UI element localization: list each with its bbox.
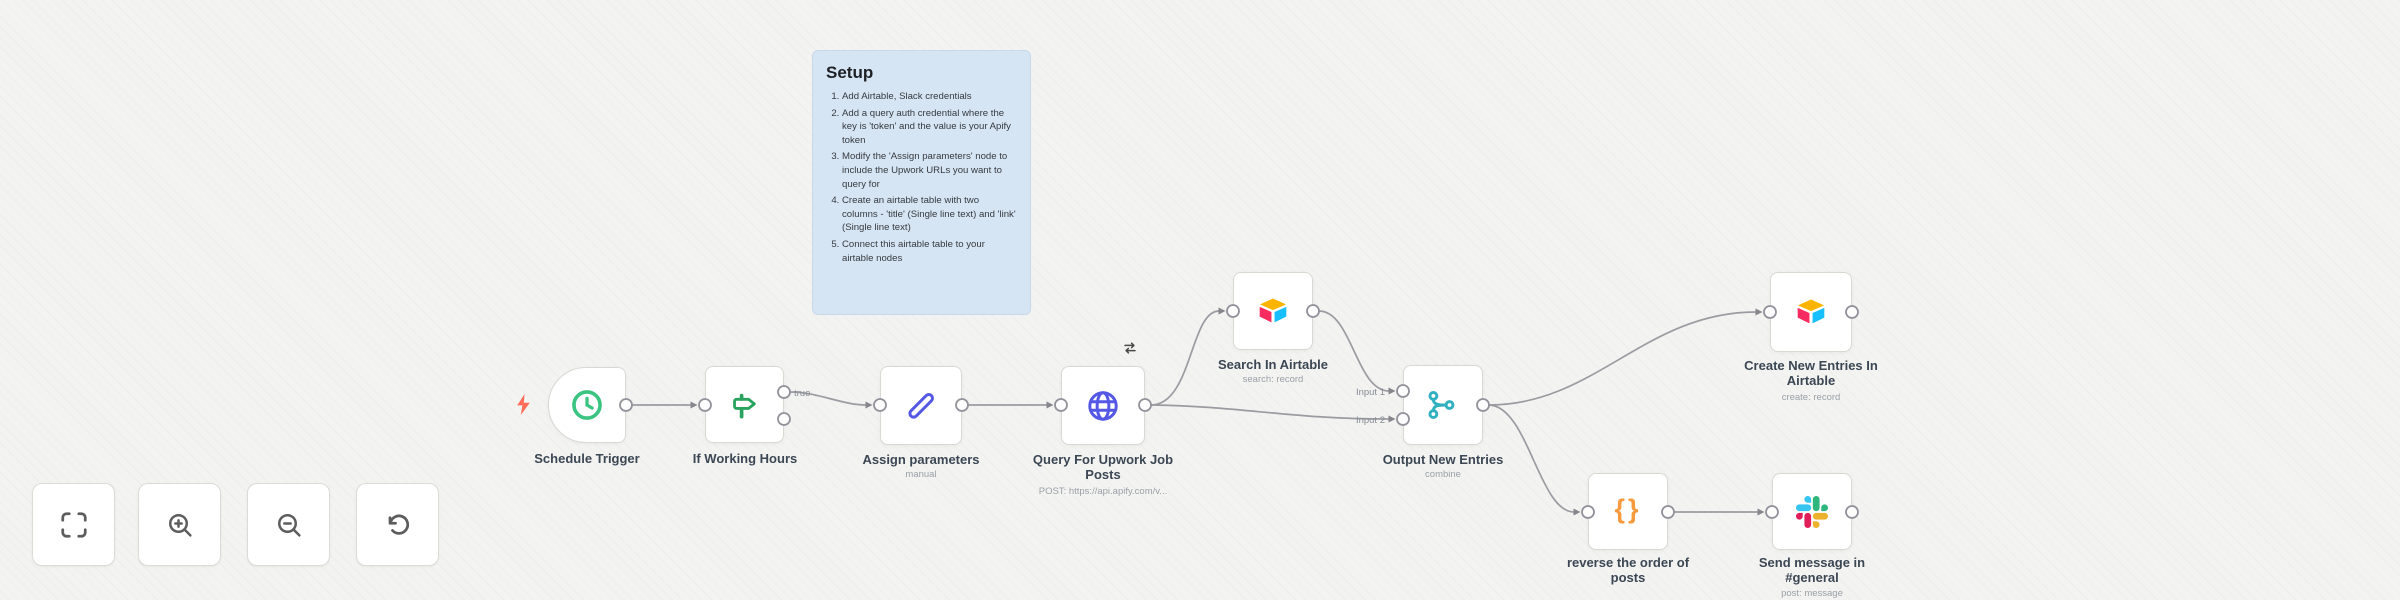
node-label-query-for-upwork-job-posts[interactable]: Query For Upwork Job Posts — [1032, 452, 1174, 483]
node-label-create-new-entries-in-airtable[interactable]: Create New Entries In Airtable — [1744, 358, 1878, 389]
node-if-working-hours[interactable] — [705, 366, 784, 443]
sticky-note-item: Add Airtable, Slack credentials — [842, 90, 1017, 104]
node-subtitle-search-in-airtable: search: record — [1242, 374, 1304, 385]
sticky-note-setup[interactable]: Setup Add Airtable, Slack credentials Ad… — [812, 50, 1031, 315]
node-subtitle-create-new-entries-in-airtable: create: record — [1781, 392, 1841, 403]
node-label-search-in-airtable[interactable]: Search In Airtable — [1217, 357, 1329, 372]
reset-zoom-icon — [388, 514, 409, 535]
reset-zoom-button[interactable] — [356, 483, 439, 566]
zoom-out-icon — [277, 513, 301, 537]
pencil-icon — [908, 392, 934, 419]
signpost-icon — [732, 393, 756, 418]
node-subtitle-assign-parameters: manual — [905, 469, 937, 480]
edge-merge-to-create-airtable[interactable] — [1488, 308, 1763, 406]
node-label-schedule-trigger[interactable]: Schedule Trigger — [534, 451, 640, 466]
node-subtitle-query-for-upwork-job-posts: POST: https://api.apify.com/v... — [1038, 486, 1168, 497]
node-assign-parameters[interactable] — [880, 366, 962, 445]
edge-label-true: true — [794, 388, 810, 399]
edge-label-input-2: Input 2 — [1356, 415, 1385, 426]
sticky-note-item: Connect this airtable table to your airt… — [842, 238, 1017, 265]
sticky-note-list: Add Airtable, Slack credentials Add a qu… — [826, 90, 1017, 265]
node-label-assign-parameters[interactable]: Assign parameters — [862, 452, 980, 467]
edge-if-true-to-assign[interactable] — [789, 391, 873, 409]
clock-icon — [572, 390, 602, 420]
edge-query-to-merge-input2[interactable] — [1150, 404, 1396, 423]
zoom-out-button[interactable] — [247, 483, 330, 566]
node-label-output-new-entries[interactable]: Output New Entries — [1382, 452, 1504, 467]
zoom-to-fit-button[interactable] — [32, 483, 115, 566]
node-subtitle-output-new-entries: combine — [1425, 469, 1461, 480]
sticky-note-item: Create an airtable table with two column… — [842, 194, 1017, 235]
sticky-note-item: Modify the 'Assign parameters' node to i… — [842, 150, 1017, 191]
merge-icon — [1428, 391, 1455, 419]
node-search-in-airtable[interactable] — [1233, 272, 1313, 350]
code-braces-icon: {} — [1614, 493, 1642, 524]
slack-icon — [1796, 495, 1828, 528]
airtable-icon — [1259, 298, 1287, 323]
node-output-new-entries[interactable] — [1403, 365, 1483, 445]
node-reverse-the-order-of-posts[interactable]: {} — [1588, 473, 1668, 550]
node-send-message-in-general[interactable] — [1772, 473, 1852, 550]
sticky-note-title: Setup — [826, 63, 874, 82]
zoom-to-fit-icon — [60, 511, 87, 538]
zoom-in-button[interactable] — [138, 483, 221, 566]
node-schedule-trigger[interactable] — [548, 367, 626, 443]
node-label-if-working-hours[interactable]: If Working Hours — [692, 451, 798, 466]
node-label-send-message-in-general[interactable]: Send message in #general — [1758, 555, 1866, 586]
zoom-in-icon — [168, 513, 192, 537]
node-subtitle-send-message-in-general: post: message — [1781, 588, 1843, 599]
node-create-new-entries-in-airtable[interactable] — [1770, 272, 1852, 352]
execute-workflow-bolt-icon — [517, 394, 530, 415]
node-query-for-upwork-job-posts[interactable] — [1061, 366, 1145, 445]
sticky-note-item: Add a query auth credential where the ke… — [842, 107, 1017, 148]
edge-label-input-1: Input 1 — [1356, 387, 1385, 398]
globe-icon — [1088, 390, 1118, 421]
airtable-icon — [1797, 299, 1825, 324]
retry-icon — [1124, 342, 1136, 354]
node-label-reverse-the-order-of-posts[interactable]: reverse the order of posts — [1566, 555, 1690, 586]
